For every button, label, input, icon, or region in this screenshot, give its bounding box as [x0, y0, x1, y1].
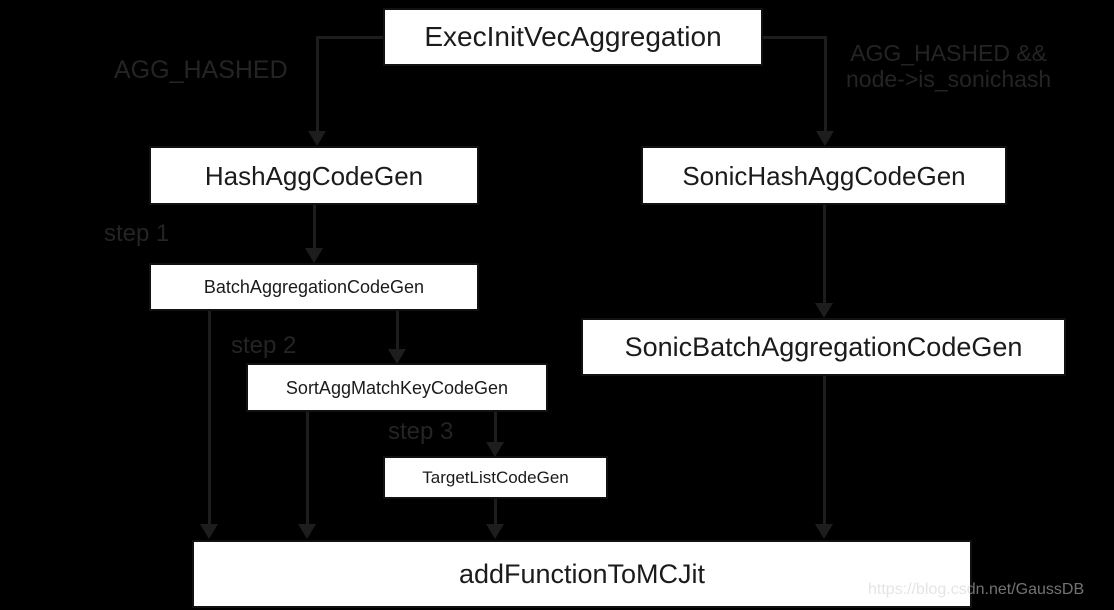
node-hash-agg-code-gen[interactable]: HashAggCodeGen: [149, 146, 479, 205]
edge-sortaggmatch-to-addfunction-vertical: [306, 412, 309, 526]
edge-label-agg-hashed-sonichash: AGG_HASHED && node->is_sonichash: [846, 40, 1052, 92]
edge-batchagg-to-sortaggmatch-arrowhead: [388, 349, 406, 364]
watermark-text: https://blog.csdn.net/GaussDB: [868, 581, 1085, 598]
edge-batchagg-to-sortaggmatch-vertical: [396, 311, 399, 351]
edge-label-step-2: step 2: [231, 332, 297, 359]
node-sort-agg-match-key-code-gen[interactable]: SortAggMatchKeyCodeGen: [246, 363, 548, 412]
edge-exec-to-hashagg-horizontal: [316, 36, 384, 39]
node-add-function-to-mcjit[interactable]: addFunctionToMCJit: [192, 540, 972, 608]
edge-sonichashagg-to-sonicbatch-arrowhead: [815, 303, 833, 318]
edge-sonichashagg-to-sonicbatch-vertical: [823, 205, 826, 305]
edge-exec-to-hashagg-arrowhead: [308, 131, 326, 146]
edge-exec-to-sonichashagg-horizontal: [762, 36, 827, 39]
edge-label-agg-hashed: AGG_HASHED: [114, 56, 288, 84]
node-exec-init-vec-aggregation[interactable]: ExecInitVecAggregation: [383, 8, 763, 66]
edge-batchagg-to-addfunction-vertical: [208, 311, 211, 526]
edge-sonicbatch-to-addfunction-arrowhead: [815, 524, 833, 539]
node-sonic-batch-aggregation-code-gen[interactable]: SonicBatchAggregationCodeGen: [581, 318, 1066, 376]
edge-label-step-3: step 3: [388, 418, 454, 445]
edge-sortaggmatch-to-addfunction-arrowhead: [298, 524, 316, 539]
edge-exec-to-hashagg-vertical: [316, 36, 319, 132]
node-batch-aggregation-code-gen[interactable]: BatchAggregationCodeGen: [149, 263, 479, 311]
edge-hashagg-to-batchagg-vertical: [313, 205, 316, 250]
edge-label-step-1: step 1: [104, 220, 170, 247]
edge-hashagg-to-batchagg-arrowhead: [305, 248, 323, 263]
edge-targetlist-to-addfunction-arrowhead: [486, 524, 504, 539]
edge-sonicbatch-to-addfunction-vertical: [823, 376, 826, 526]
edge-sortaggmatch-to-targetlist-arrowhead: [486, 442, 504, 457]
node-target-list-code-gen[interactable]: TargetListCodeGen: [383, 456, 608, 499]
edge-exec-to-sonichashagg-arrowhead: [816, 131, 834, 146]
edge-batchagg-to-addfunction-arrowhead: [200, 524, 218, 539]
node-sonic-hash-agg-code-gen[interactable]: SonicHashAggCodeGen: [641, 146, 1007, 205]
edge-sortaggmatch-to-targetlist-vertical: [494, 412, 497, 444]
edge-exec-to-sonichashagg-vertical: [824, 36, 827, 132]
edge-targetlist-to-addfunction-vertical: [494, 499, 497, 526]
